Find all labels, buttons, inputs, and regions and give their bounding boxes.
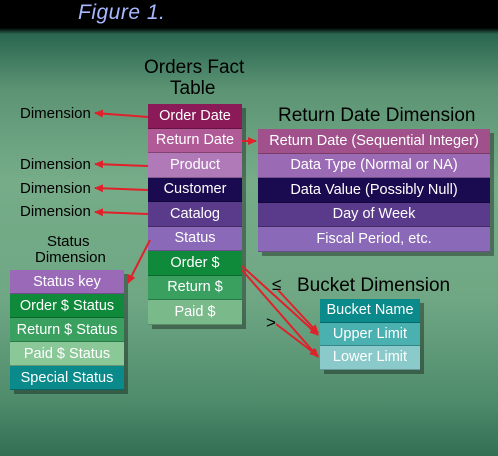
- bucket-row-lower-limit: Lower Limit: [320, 346, 420, 370]
- figure-title: Figure 1.: [78, 1, 166, 24]
- dimension-label-product: Dimension: [20, 156, 91, 173]
- less-equal-symbol: ≤: [272, 275, 282, 294]
- status-dimension-title-line2: Dimension: [35, 249, 106, 266]
- status-row-order-status: Order $ Status: [10, 294, 124, 318]
- arrow-catalog-to-dimension: [94, 208, 149, 217]
- arrow-customer-to-dimension: [94, 184, 149, 193]
- dimension-label-catalog: Dimension: [20, 203, 91, 220]
- arrow-le-to-upper-limit: [277, 289, 319, 334]
- orders-row-order: Order $: [148, 251, 242, 276]
- orders-row-catalog: Catalog: [148, 202, 242, 227]
- dimension-label-order-date: Dimension: [20, 105, 91, 122]
- status-row-status-key: Status key: [10, 270, 124, 294]
- bucket-dimension-title: Bucket Dimension: [297, 275, 451, 296]
- return-date-row-fiscal-period-etc: Fiscal Period, etc.: [258, 227, 490, 252]
- status-row-return-status: Return $ Status: [10, 318, 124, 342]
- status-row-paid-status: Paid $ Status: [10, 342, 124, 366]
- orders-row-product: Product: [148, 153, 242, 178]
- orders-row-status: Status: [148, 226, 242, 251]
- return-date-row-day-of-week: Day of Week: [258, 202, 490, 227]
- arrow-order-to-upper-limit: [241, 265, 319, 336]
- orders-row-return-date: Return Date: [148, 128, 242, 153]
- orders-row-return: Return $: [148, 275, 242, 300]
- orders-table-title-line2: Table: [170, 78, 216, 99]
- arrow-gt-to-lower-limit: [275, 323, 319, 357]
- orders-row-paid: Paid $: [148, 300, 242, 325]
- status-row-special-status: Special Status: [10, 366, 124, 390]
- return-date-row-return-date-sequential-integer: Return Date (Sequential Integer): [258, 129, 490, 154]
- arrow-product-to-dimension: [94, 160, 149, 169]
- return-date-row-data-value-possibly-null: Data Value (Possibly Null): [258, 178, 490, 203]
- arrow-order-date-to-dimension: [94, 109, 149, 118]
- dimension-label-customer: Dimension: [20, 180, 91, 197]
- arrow-status-to-status-key: [127, 239, 151, 284]
- bucket-row-upper-limit: Upper Limit: [320, 322, 420, 346]
- bucket-row-bucket-name: Bucket Name: [320, 299, 420, 323]
- orders-row-customer: Customer: [148, 177, 242, 202]
- orders-row-order-date: Order Date: [148, 104, 242, 129]
- status-dimension-title-line1: Status: [47, 233, 90, 250]
- arrow-order-to-lower-limit: [241, 269, 319, 358]
- orders-table-title-line1: Orders Fact: [144, 57, 245, 78]
- return-date-row-data-type-normal-or-na: Data Type (Normal or NA): [258, 153, 490, 178]
- greater-than-symbol: >: [266, 313, 276, 332]
- return-date-dimension-title: Return Date Dimension: [278, 105, 476, 126]
